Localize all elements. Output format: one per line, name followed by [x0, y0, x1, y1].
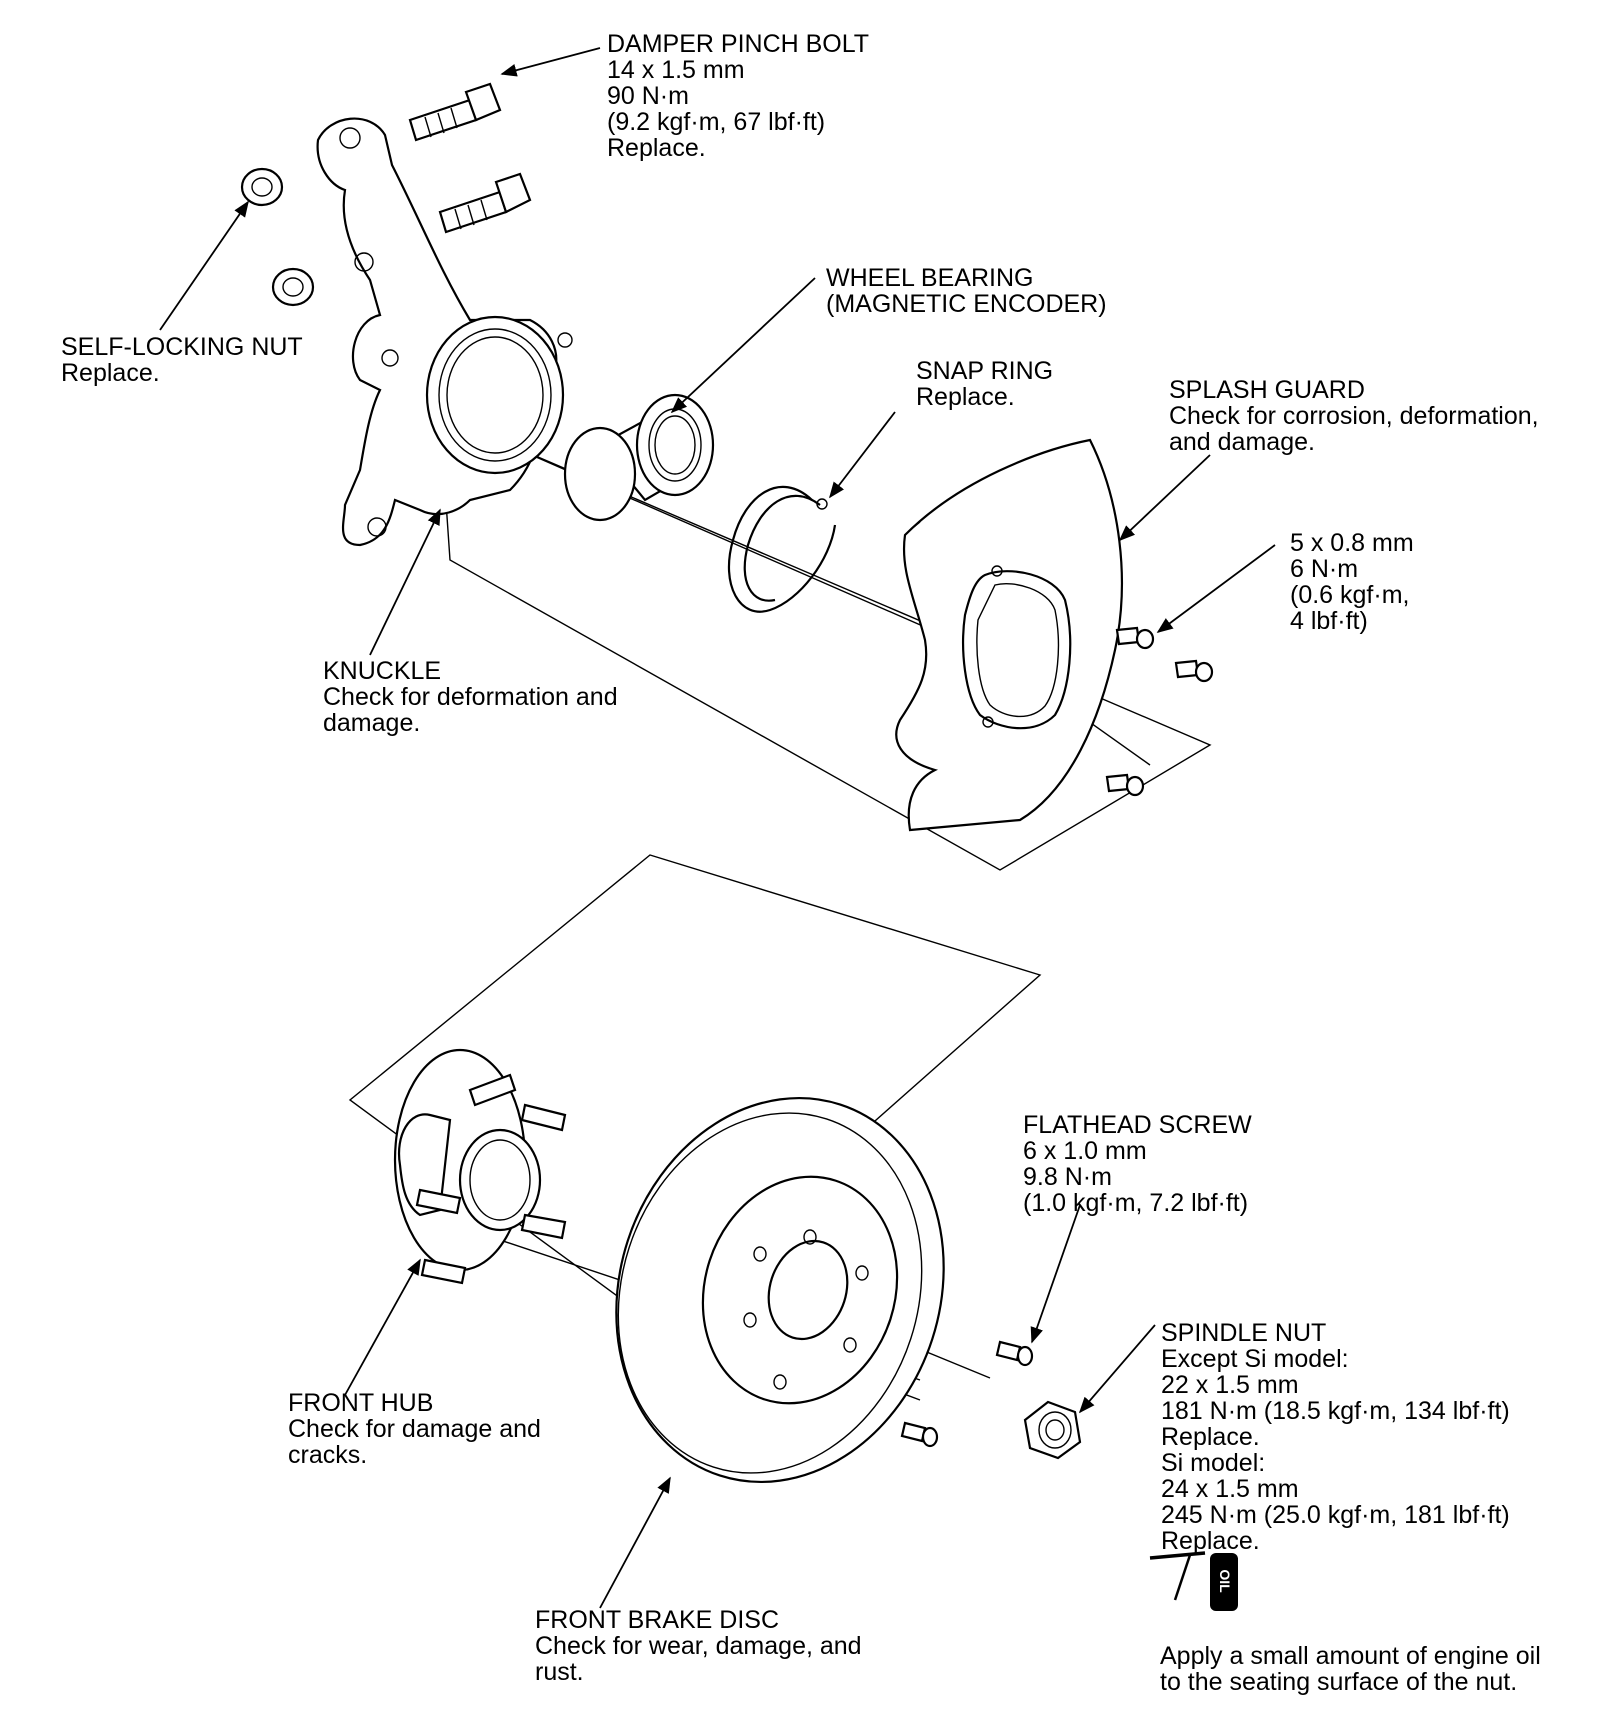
front-brake-disc-check-2: rust.	[535, 1658, 584, 1686]
front-hub-title: FRONT HUB	[288, 1389, 434, 1417]
splash-guard	[895, 438, 1123, 832]
spindle-nut-torque-si: 245 N·m (25.0 kgf·m, 181 lbf·ft)	[1161, 1501, 1510, 1529]
label-front-brake-disc: FRONT BRAKE DISC Check for wear, damage,…	[535, 1607, 862, 1685]
spindle-nut-title: SPINDLE NUT	[1161, 1319, 1327, 1347]
label-self-locking-nut: SELF-LOCKING NUT Replace.	[61, 334, 303, 386]
damper-pinch-bolt-lower	[438, 172, 532, 234]
splash-bolt-torque-alt-2: 4 lbf·ft)	[1290, 607, 1368, 635]
self-locking-nut-title: SELF-LOCKING NUT	[61, 333, 303, 361]
flathead-screw-torque-alt: (1.0 kgf·m, 7.2 lbf·ft)	[1023, 1189, 1249, 1217]
label-snap-ring: SNAP RING Replace.	[916, 358, 1053, 410]
splash-guard-check: Check for corrosion, deformation,	[1169, 402, 1539, 430]
spindle-nut-replace-std: Replace.	[1161, 1423, 1260, 1451]
wheel-bearing-subtitle: (MAGNETIC ENCODER)	[826, 290, 1107, 318]
flathead-screw-torque: 9.8 N·m	[1023, 1163, 1112, 1191]
flathead-screw-2	[900, 1421, 939, 1448]
spindle-nut-size-std: 22 x 1.5 mm	[1161, 1371, 1299, 1399]
label-splash-guard-bolt: 5 x 0.8 mm 6 N·m (0.6 kgf·m, 4 lbf·ft)	[1290, 530, 1414, 634]
self-locking-nut	[240, 167, 284, 207]
front-hub	[393, 1048, 567, 1285]
damper-pinch-bolt	[408, 82, 502, 142]
flathead-screw-size: 6 x 1.0 mm	[1023, 1137, 1147, 1165]
spindle-nut-replace-si: Replace.	[1161, 1527, 1260, 1555]
knuckle-check-2: damage.	[323, 709, 421, 737]
spindle-nut-torque-std: 181 N·m (18.5 kgf·m, 134 lbf·ft)	[1161, 1397, 1510, 1425]
label-spindle-nut: SPINDLE NUT Except Si model: 22 x 1.5 mm…	[1161, 1320, 1510, 1554]
splash-bolt-torque: 6 N·m	[1290, 555, 1359, 583]
label-knuckle: KNUCKLE Check for deformation and damage…	[323, 658, 618, 736]
oil-note-line-2: to the seating surface of the nut.	[1160, 1668, 1518, 1696]
wheel-bearing	[563, 393, 715, 522]
label-front-hub: FRONT HUB Check for damage and cracks.	[288, 1390, 541, 1468]
damper-bolt-torque-alt: (9.2 kgf·m, 67 lbf·ft)	[607, 108, 826, 136]
knuckle	[316, 117, 573, 547]
flathead-screw-title: FLATHEAD SCREW	[1023, 1111, 1252, 1139]
splash-bolt-torque-alt: (0.6 kgf·m,	[1290, 581, 1410, 609]
front-brake-disc-title: FRONT BRAKE DISC	[535, 1606, 780, 1634]
wheel-bearing-title: WHEEL BEARING	[826, 264, 1034, 292]
snap-ring-title: SNAP RING	[916, 357, 1054, 385]
oil-can-icon: OIL	[1149, 1551, 1238, 1611]
label-wheel-bearing: WHEEL BEARING (MAGNETIC ENCODER)	[826, 265, 1107, 317]
leader-arrows	[159, 47, 1276, 1609]
damper-bolt-title: DAMPER PINCH BOLT	[607, 30, 870, 58]
knuckle-title: KNUCKLE	[323, 657, 442, 685]
splash-guard-bolt-2	[1174, 659, 1214, 683]
label-damper-pinch-bolt: DAMPER PINCH BOLT 14 x 1.5 mm 90 N·m (9.…	[607, 31, 869, 161]
splash-guard-check-2: and damage.	[1169, 428, 1315, 456]
spindle-nut-si-model: Si model:	[1161, 1449, 1266, 1477]
damper-bolt-size: 14 x 1.5 mm	[607, 56, 745, 84]
snap-ring	[727, 485, 837, 613]
self-locking-nut-lower	[271, 267, 315, 307]
spindle-nut	[1023, 1400, 1082, 1460]
splash-guard-bolt	[1115, 626, 1155, 650]
front-hub-check: Check for damage and	[288, 1415, 541, 1443]
knuckle-check: Check for deformation and	[323, 683, 618, 711]
splash-bolt-size: 5 x 0.8 mm	[1290, 529, 1414, 557]
oil-note-line-1: Apply a small amount of engine oil	[1160, 1642, 1541, 1670]
front-hub-check-2: cracks.	[288, 1441, 368, 1469]
label-oil-note: Apply a small amount of engine oil to th…	[1160, 1643, 1541, 1695]
splash-guard-title: SPLASH GUARD	[1169, 376, 1365, 404]
spindle-nut-except-si: Except Si model:	[1161, 1345, 1349, 1373]
snap-ring-note: Replace.	[916, 383, 1015, 411]
front-brake-disc-check: Check for wear, damage, and	[535, 1632, 862, 1660]
self-locking-nut-note: Replace.	[61, 359, 160, 387]
oil-can-text: OIL	[1217, 1569, 1233, 1593]
front-brake-disc	[615, 1096, 945, 1484]
damper-bolt-torque: 90 N·m	[607, 82, 689, 110]
label-flathead-screw: FLATHEAD SCREW 6 x 1.0 mm 9.8 N·m (1.0 k…	[1023, 1112, 1252, 1216]
spindle-nut-size-si: 24 x 1.5 mm	[1161, 1475, 1299, 1503]
splash-guard-bolt-3	[1105, 773, 1145, 797]
damper-bolt-note: Replace.	[607, 134, 706, 162]
flathead-screw	[995, 1340, 1034, 1367]
label-splash-guard: SPLASH GUARD Check for corrosion, deform…	[1169, 377, 1539, 455]
